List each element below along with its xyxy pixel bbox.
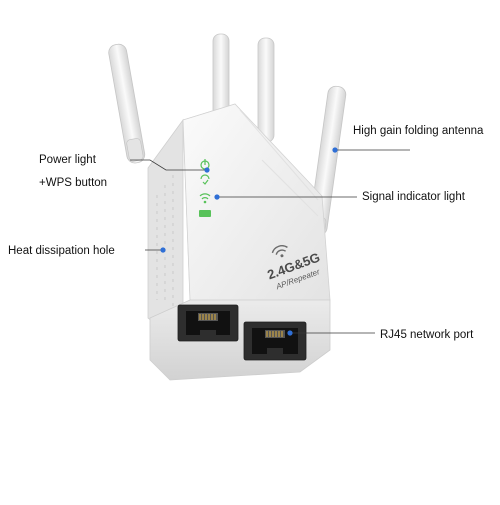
- leader-dot-power: [204, 167, 210, 173]
- leader-dot-heat: [160, 247, 166, 253]
- rj45-port-left: [177, 304, 239, 342]
- label-heat-dissipation: Heat dissipation hole: [8, 245, 115, 257]
- label-rj45-port: RJ45 network port: [380, 329, 474, 341]
- label-signal-indicator: Signal indicator light: [362, 191, 465, 203]
- led-indicators: [199, 159, 211, 217]
- label-power-light: Power light: [39, 154, 96, 166]
- callout-lines: [130, 147, 410, 336]
- wifi-logo-icon: [271, 245, 288, 258]
- leader-power: [130, 159, 207, 171]
- label-antenna: High gain folding antenna: [353, 125, 484, 137]
- rj45-port-right: [243, 321, 307, 361]
- signal-icon: [199, 193, 211, 204]
- antenna-front-left: [108, 43, 146, 164]
- lan-led-icon: [199, 210, 211, 217]
- label-wps-button: +WPS button: [39, 177, 108, 189]
- wps-icon: [200, 174, 210, 185]
- antenna-back-right: [257, 37, 275, 143]
- leader-dot-rj45: [287, 330, 293, 336]
- leader-dot-antenna: [332, 147, 338, 153]
- leader-dot-signal: [214, 194, 220, 200]
